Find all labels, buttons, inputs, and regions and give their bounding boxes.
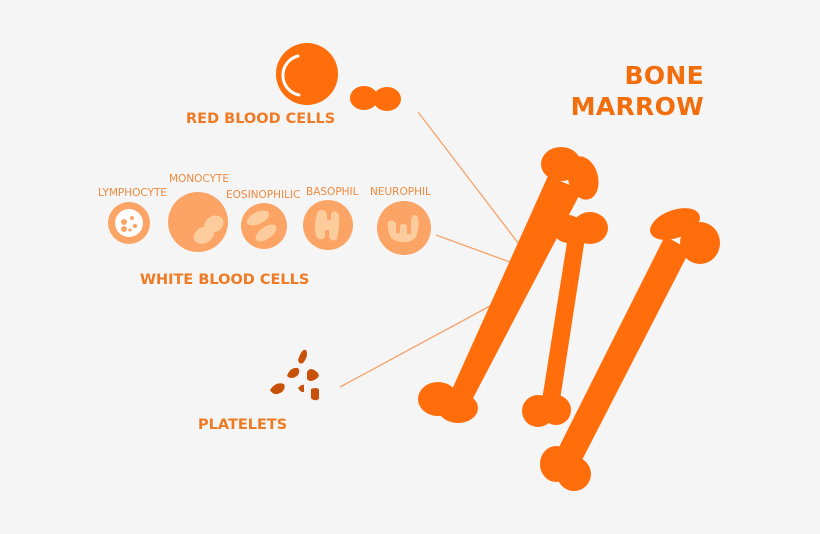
eosinophil-icon bbox=[241, 203, 287, 249]
lymphocyte-label: LYMPHOCYTE bbox=[98, 187, 168, 199]
red-blood-cells-label: RED BLOOD CELLS bbox=[186, 111, 336, 127]
diagram-title: BONE MARROW bbox=[566, 60, 704, 122]
neutrophil-icon bbox=[377, 201, 431, 255]
red-blood-cell-icon bbox=[276, 43, 338, 105]
title-line-1: BONE bbox=[624, 61, 704, 90]
lymphocyte-icon bbox=[108, 202, 150, 244]
title-line-2: MARROW bbox=[570, 92, 704, 121]
bone-middle-icon bbox=[522, 212, 608, 427]
connector-lines bbox=[339, 111, 526, 388]
connector-platelets bbox=[339, 298, 504, 388]
platelets-label: PLATELETS bbox=[198, 417, 288, 433]
connector-white-cells bbox=[435, 234, 519, 266]
neurophil-label: NEUROPHIL bbox=[370, 186, 431, 198]
bone-right-icon bbox=[540, 208, 720, 491]
basophil-label: BASOPHIL bbox=[306, 186, 359, 198]
eosinophilic-label: EOSINOPHILIC bbox=[226, 189, 301, 201]
red-blood-cell-pair-icon bbox=[350, 86, 401, 111]
monocyte-icon bbox=[168, 192, 228, 252]
bone-left-icon bbox=[418, 147, 599, 423]
connector-red-cells bbox=[417, 111, 526, 253]
white-blood-cells-label: WHITE BLOOD CELLS bbox=[140, 272, 310, 288]
basophil-icon bbox=[303, 200, 353, 250]
platelets-icon bbox=[270, 349, 319, 401]
monocyte-label: MONOCYTE bbox=[169, 173, 230, 185]
